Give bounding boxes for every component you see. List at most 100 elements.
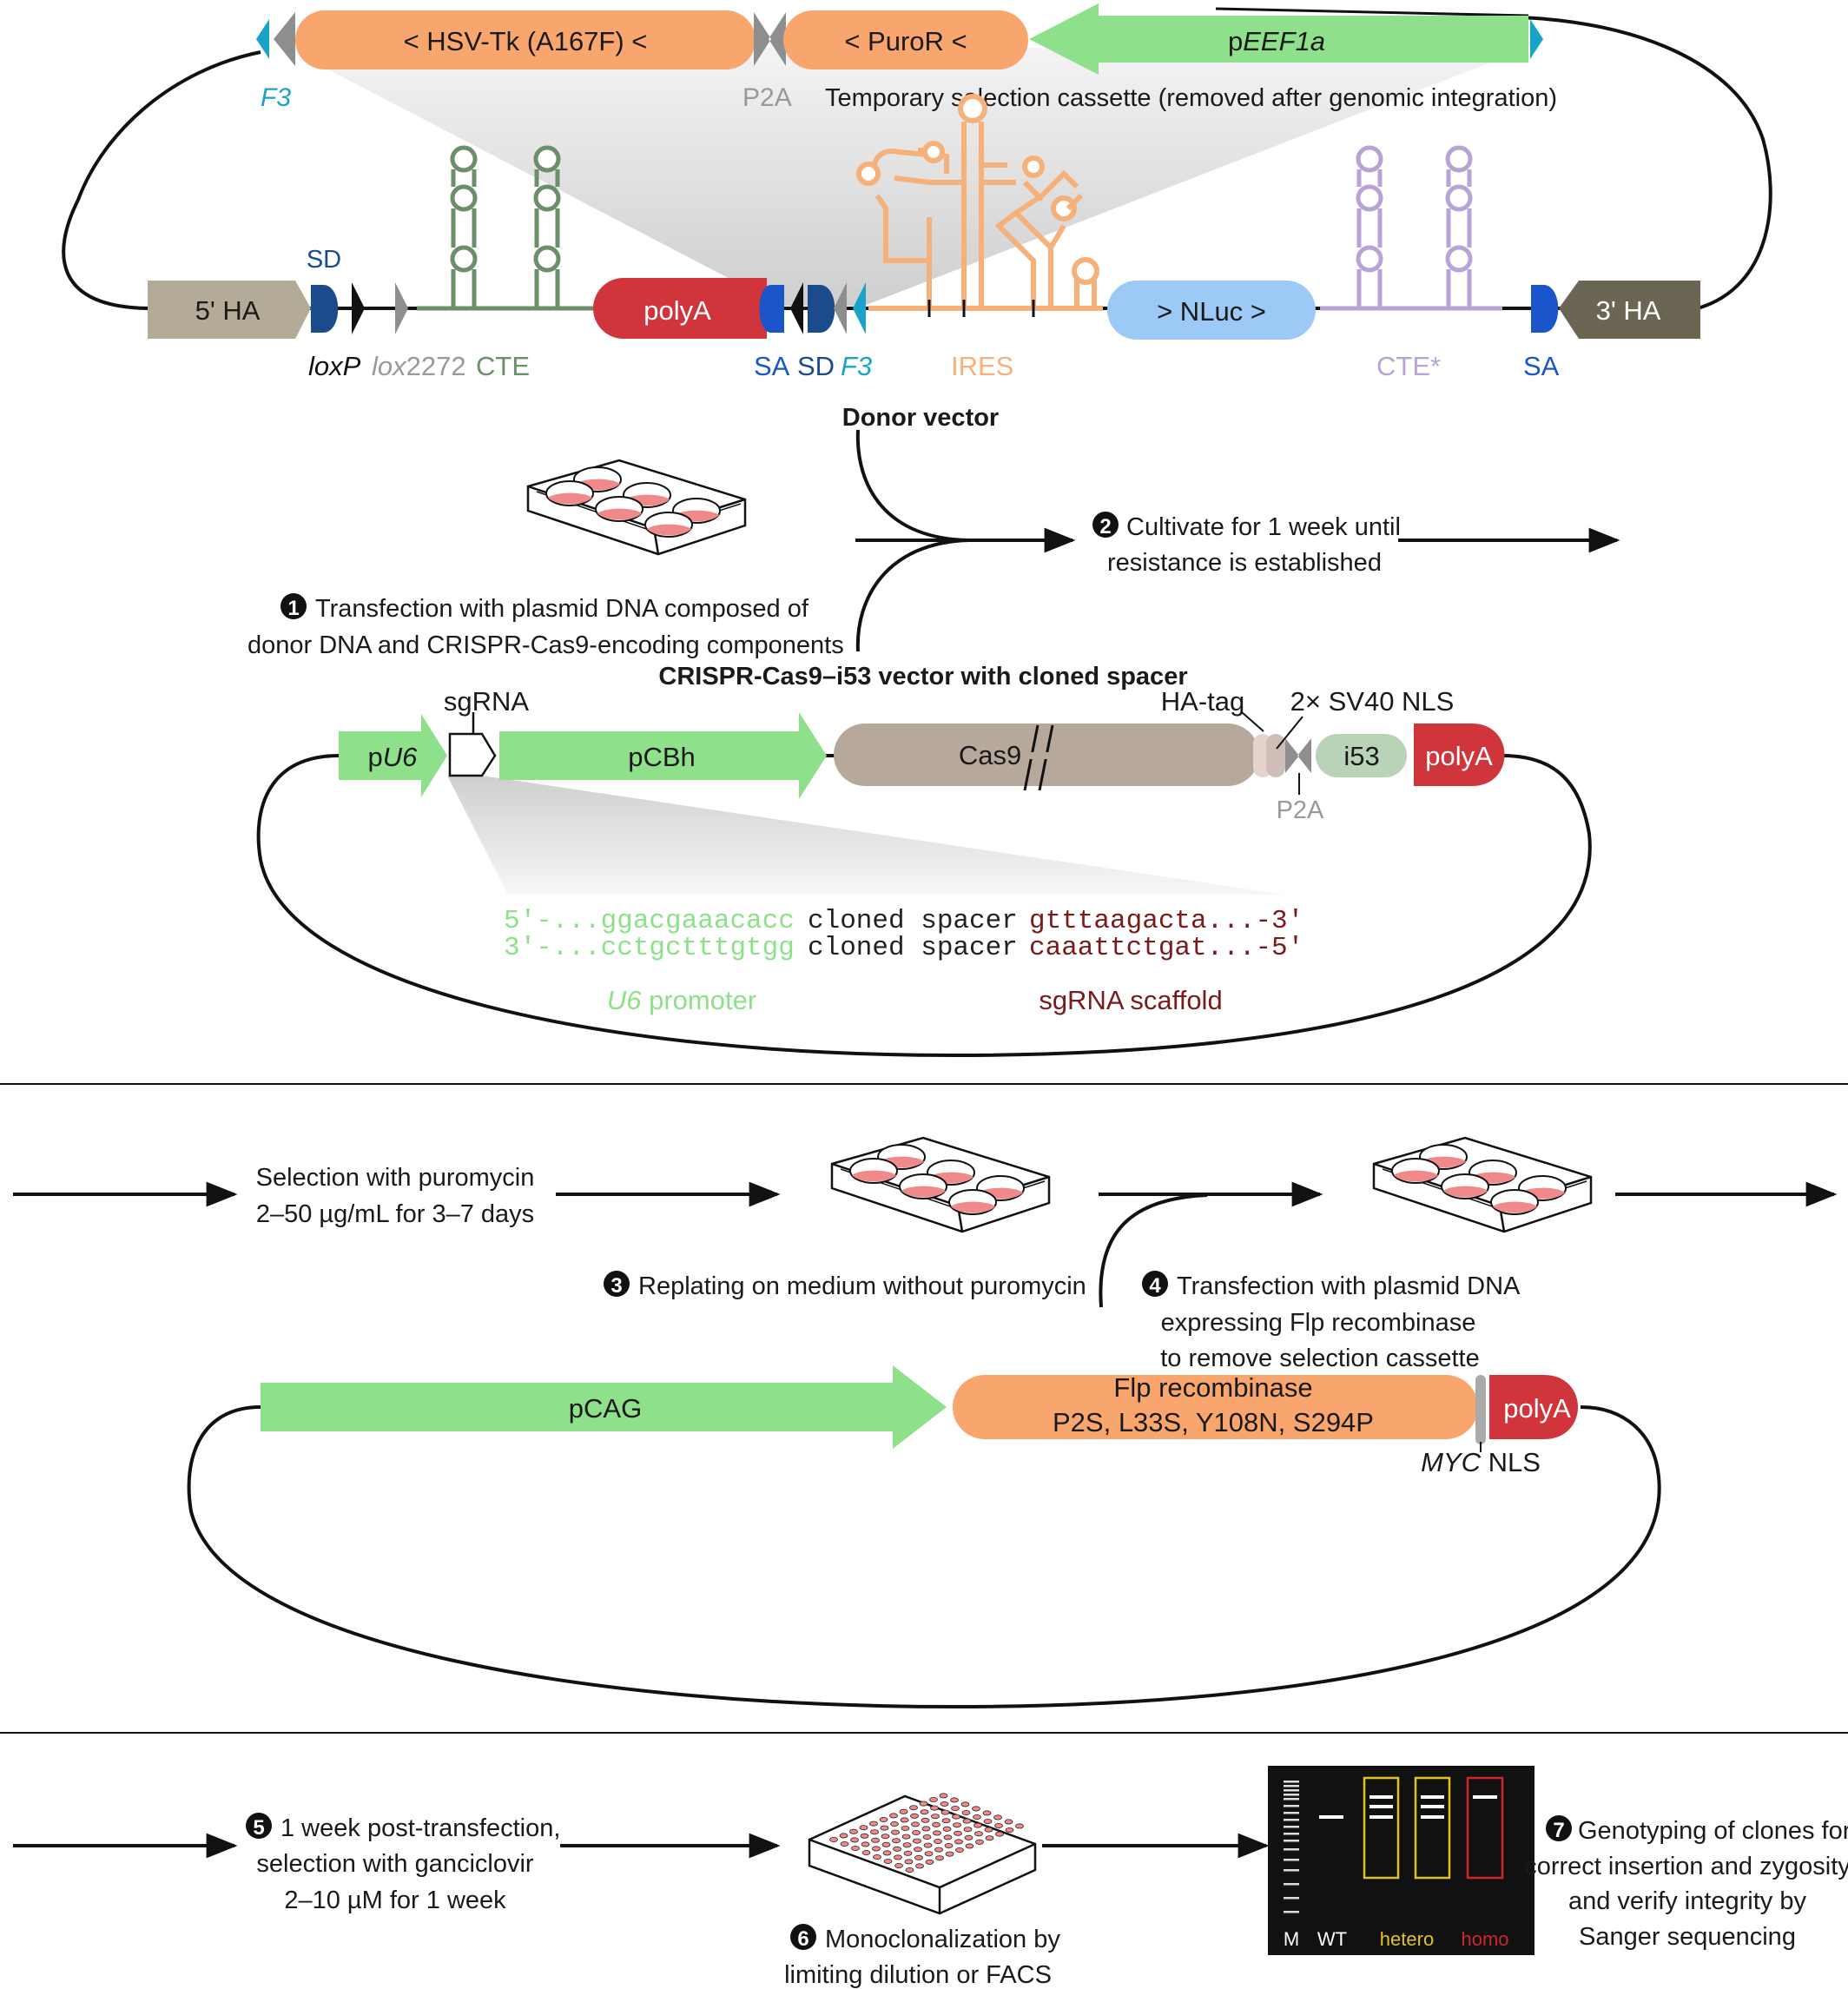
nluc-label: > NLuc > — [1157, 296, 1266, 327]
well-96 — [1015, 1823, 1024, 1829]
well-96 — [941, 1818, 951, 1824]
hetero-lane-1 — [1363, 1776, 1400, 1880]
ladder-band — [1284, 1848, 1299, 1851]
well-96 — [840, 1841, 849, 1847]
cte-star-structure — [1320, 148, 1502, 311]
svg-text:2: 2 — [1099, 515, 1111, 539]
ladder-band — [1284, 1781, 1299, 1783]
i53-block — [1316, 734, 1407, 777]
sgrna-element — [448, 732, 497, 777]
step-7: 7 Genotyping of clones for correct inser… — [1524, 1815, 1848, 1951]
well-96 — [891, 1829, 900, 1835]
seq2-spacer-part: cloned spacer — [808, 933, 1018, 963]
step-5: 5 1 week post-transfection, selection wi… — [246, 1813, 560, 1914]
polya-block-donor — [593, 278, 767, 339]
step1-text-line2: donor DNA and CRISPR-Cas9-encoding compo… — [248, 631, 844, 659]
well-96 — [913, 1838, 921, 1844]
step-4: 4 Transfection with plasmid DNA expressi… — [1142, 1271, 1521, 1372]
well-96 — [859, 1825, 868, 1831]
well-96 — [994, 1822, 1003, 1828]
pcbh-arrow — [499, 712, 827, 799]
step4-text-line2: expressing Flp recombinase — [1161, 1309, 1476, 1337]
sv40-nls-label: 2× SV40 NLS — [1290, 686, 1455, 717]
cas9-label: Cas9 — [959, 740, 1021, 770]
gel-label-homo: homo — [1461, 1928, 1508, 1950]
well-96 — [915, 1863, 924, 1869]
f3-top-label: F3 — [261, 83, 291, 112]
step7-text-line2: correct insertion and zygosity — [1524, 1853, 1848, 1880]
well-96 — [930, 1805, 939, 1811]
well-96 — [914, 1854, 923, 1860]
well-96 — [894, 1863, 903, 1869]
plate-step4 — [1372, 1136, 1593, 1233]
f3-site-top-right — [1530, 19, 1543, 59]
myc-nls-element — [1475, 1375, 1486, 1444]
polya-label-donor: polyA — [644, 295, 711, 326]
pu6-arrow — [339, 714, 447, 797]
selection-text-line2: 2–50 µg/mL for 3–7 days — [256, 1200, 534, 1228]
step5-text-line2: selection with ganciclovir — [256, 1850, 533, 1878]
lox2272-site — [395, 282, 408, 334]
well-96 — [942, 1826, 952, 1832]
well-96 — [943, 1834, 953, 1840]
well-96 — [964, 1834, 974, 1840]
crispr-vector: CRISPR-Cas9–i53 vector with cloned space… — [256, 663, 1592, 1058]
puror-block — [783, 10, 1028, 69]
well-96 — [962, 1818, 972, 1824]
gel-label-m: M — [1284, 1928, 1299, 1950]
well-96 — [861, 1841, 870, 1847]
p2a-crispr-label: P2A — [1277, 796, 1324, 824]
well-96 — [939, 1793, 948, 1799]
well-96 — [904, 1859, 914, 1865]
well-96 — [982, 1810, 992, 1816]
well-96 — [1005, 1827, 1014, 1834]
well-96 — [1004, 1819, 1013, 1825]
three-prime-ha — [1559, 281, 1700, 339]
well-96 — [903, 1850, 913, 1856]
well-96 — [881, 1834, 890, 1840]
well-96 — [922, 1834, 932, 1840]
well-96 — [984, 1827, 993, 1833]
pcag-label: pCAG — [569, 1393, 642, 1424]
seq2-scaffold-part: caaattctgat...-5' — [1029, 933, 1304, 963]
well-96 — [880, 1825, 889, 1831]
well-96 — [849, 1828, 858, 1834]
ladder-band — [1284, 1859, 1299, 1861]
sgrna-scaffold-label: sgRNA scaffold — [1039, 985, 1222, 1015]
lox2272-label: lox2272 — [372, 351, 466, 381]
polya-label-crispr: polyA — [1425, 741, 1493, 771]
ladder-band — [1284, 1826, 1299, 1828]
well-96 — [993, 1814, 1002, 1820]
seq1-spacer-part: cloned spacer — [808, 906, 1018, 936]
ires-structure — [856, 94, 1103, 311]
plate-step1 — [526, 459, 747, 556]
cte-label: CTE — [476, 351, 530, 381]
ha-tag-label: HA-tag — [1161, 686, 1244, 717]
flp-backbone — [187, 1405, 1661, 1709]
five-prime-ha — [148, 281, 311, 339]
well-96 — [901, 1834, 911, 1840]
well-96 — [921, 1817, 930, 1823]
well-96 — [850, 1837, 859, 1843]
myc-nls-label: MYC NLS — [1421, 1447, 1541, 1477]
well-96 — [901, 1826, 910, 1832]
well-96 — [995, 1831, 1004, 1837]
temporary-selection-cassette: < HSV-Tk (A167F) < < PuroR < pEEF1a F3 P… — [256, 3, 1557, 112]
flp-label-line2: P2S, L33S, Y108N, S294P — [1053, 1407, 1374, 1437]
well-96 — [935, 1855, 944, 1861]
ladder-band — [1284, 1812, 1299, 1814]
seq1-scaffold-part: gtttaagacta...-3' — [1029, 906, 1304, 936]
ladder-band — [1284, 1819, 1299, 1821]
sgrna-label: sgRNA — [444, 686, 530, 717]
sa-label-2: SA — [1523, 351, 1560, 381]
svg-text:6: 6 — [797, 1927, 808, 1951]
donor-vector: < HSV-Tk (A167F) < < PuroR < pEEF1a F3 P… — [62, 3, 1772, 432]
ladder-band — [1284, 1911, 1299, 1913]
step7-text-line3: and verify integrity by — [1568, 1887, 1807, 1915]
svg-text:1: 1 — [287, 597, 299, 620]
ladder-band — [1284, 1833, 1299, 1835]
flp-recombinase-block — [953, 1375, 1478, 1439]
polya-block-flp — [1489, 1375, 1578, 1439]
well-96 — [972, 1806, 980, 1812]
well-96 — [883, 1859, 893, 1865]
